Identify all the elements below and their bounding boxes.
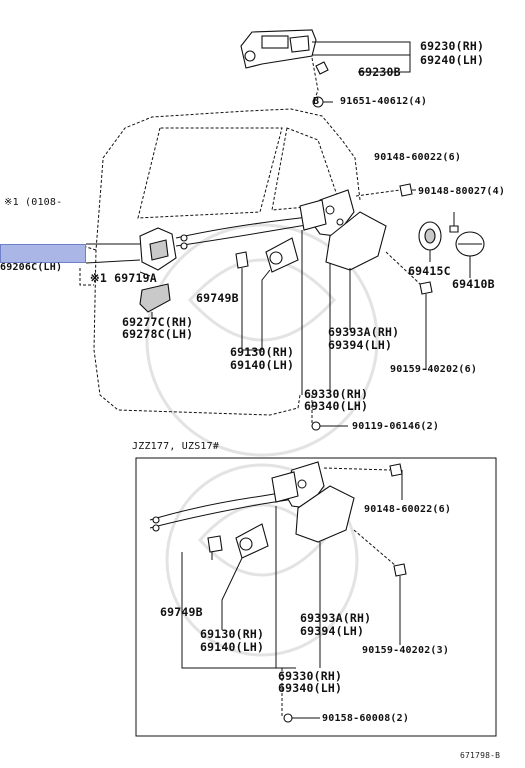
lower-bolt-top-label: 90148-60022(6) (364, 504, 452, 515)
clip-label: 69749B (196, 291, 239, 305)
door-outline (102, 108, 361, 201)
cap2-label: 69410B (452, 277, 495, 291)
footer-code: 671798-B (460, 751, 501, 760)
outside-handle-sub-label: 69230B (358, 65, 401, 79)
rod-lh-label: 69140(LH) (230, 358, 295, 372)
lower-cover-drawing (295, 485, 355, 543)
cover-rh-label: 69393A(RH) (328, 325, 400, 339)
lower-clip-label: 69749B (160, 605, 203, 619)
lower-inset-frame (135, 457, 497, 737)
bezel-rh-label: 69277C(RH) (122, 315, 194, 329)
lower-lock-assy-rh-label: 69330(RH) (278, 669, 343, 683)
lower-cover-rh-label: 69393A(RH) (300, 611, 372, 625)
inside-handle-lh-label: 69206C(LH) (0, 262, 63, 273)
lower-title: JZZ177, UZS17# (132, 441, 220, 452)
ref-b-marker: B (313, 96, 320, 107)
cover-drawing (325, 211, 387, 271)
bezel-lh-label: 69278C(LH) (122, 327, 194, 341)
lock-assy-rh-label: 69330(RH) (304, 387, 369, 401)
bolt-top-label: 90148-60022(6) (374, 152, 462, 163)
lower-rod-lh-label: 69140(LH) (200, 640, 265, 654)
rod-rh-label: 69130(RH) (230, 345, 295, 359)
lower-lock-assy-lh-label: 69340(LH) (278, 681, 343, 695)
note-left-label: ※1 (0108- (4, 197, 63, 208)
outside-handle-rh-label: 69230(RH) (420, 39, 485, 53)
inside-handle-sub-label: ※1 69719A (90, 271, 157, 285)
screw-label: 90159-40202(6) (390, 364, 478, 375)
cover-lh-label: 69394(LH) (328, 338, 393, 352)
outside-handle-drawing (240, 29, 317, 69)
ref-b-part-label: 91651-40612(4) (340, 96, 428, 107)
lower-screw-label: 90159-40202(3) (362, 645, 450, 656)
lower-cover-lh-label: 69394(LH) (300, 624, 365, 638)
outside-handle-lh-label: 69240(LH) (420, 53, 485, 67)
inside-handle-drawing (85, 227, 177, 271)
lock-assy-lh-label: 69340(LH) (304, 399, 369, 413)
lower-rod-rh-label: 69130(RH) (200, 627, 265, 641)
highlighted-part-box[interactable] (0, 244, 86, 263)
clip-drawing (235, 251, 249, 269)
screw-bottom-label: 90119-06146(2) (352, 421, 440, 432)
lower-clip-drawing (207, 535, 223, 553)
cap-label: 69415C (408, 264, 451, 278)
bezel-drawing (139, 283, 171, 313)
lower-screw-bottom-label: 90158-60008(2) (322, 713, 410, 724)
bolt-side-label: 90148-80027(4) (418, 186, 506, 197)
